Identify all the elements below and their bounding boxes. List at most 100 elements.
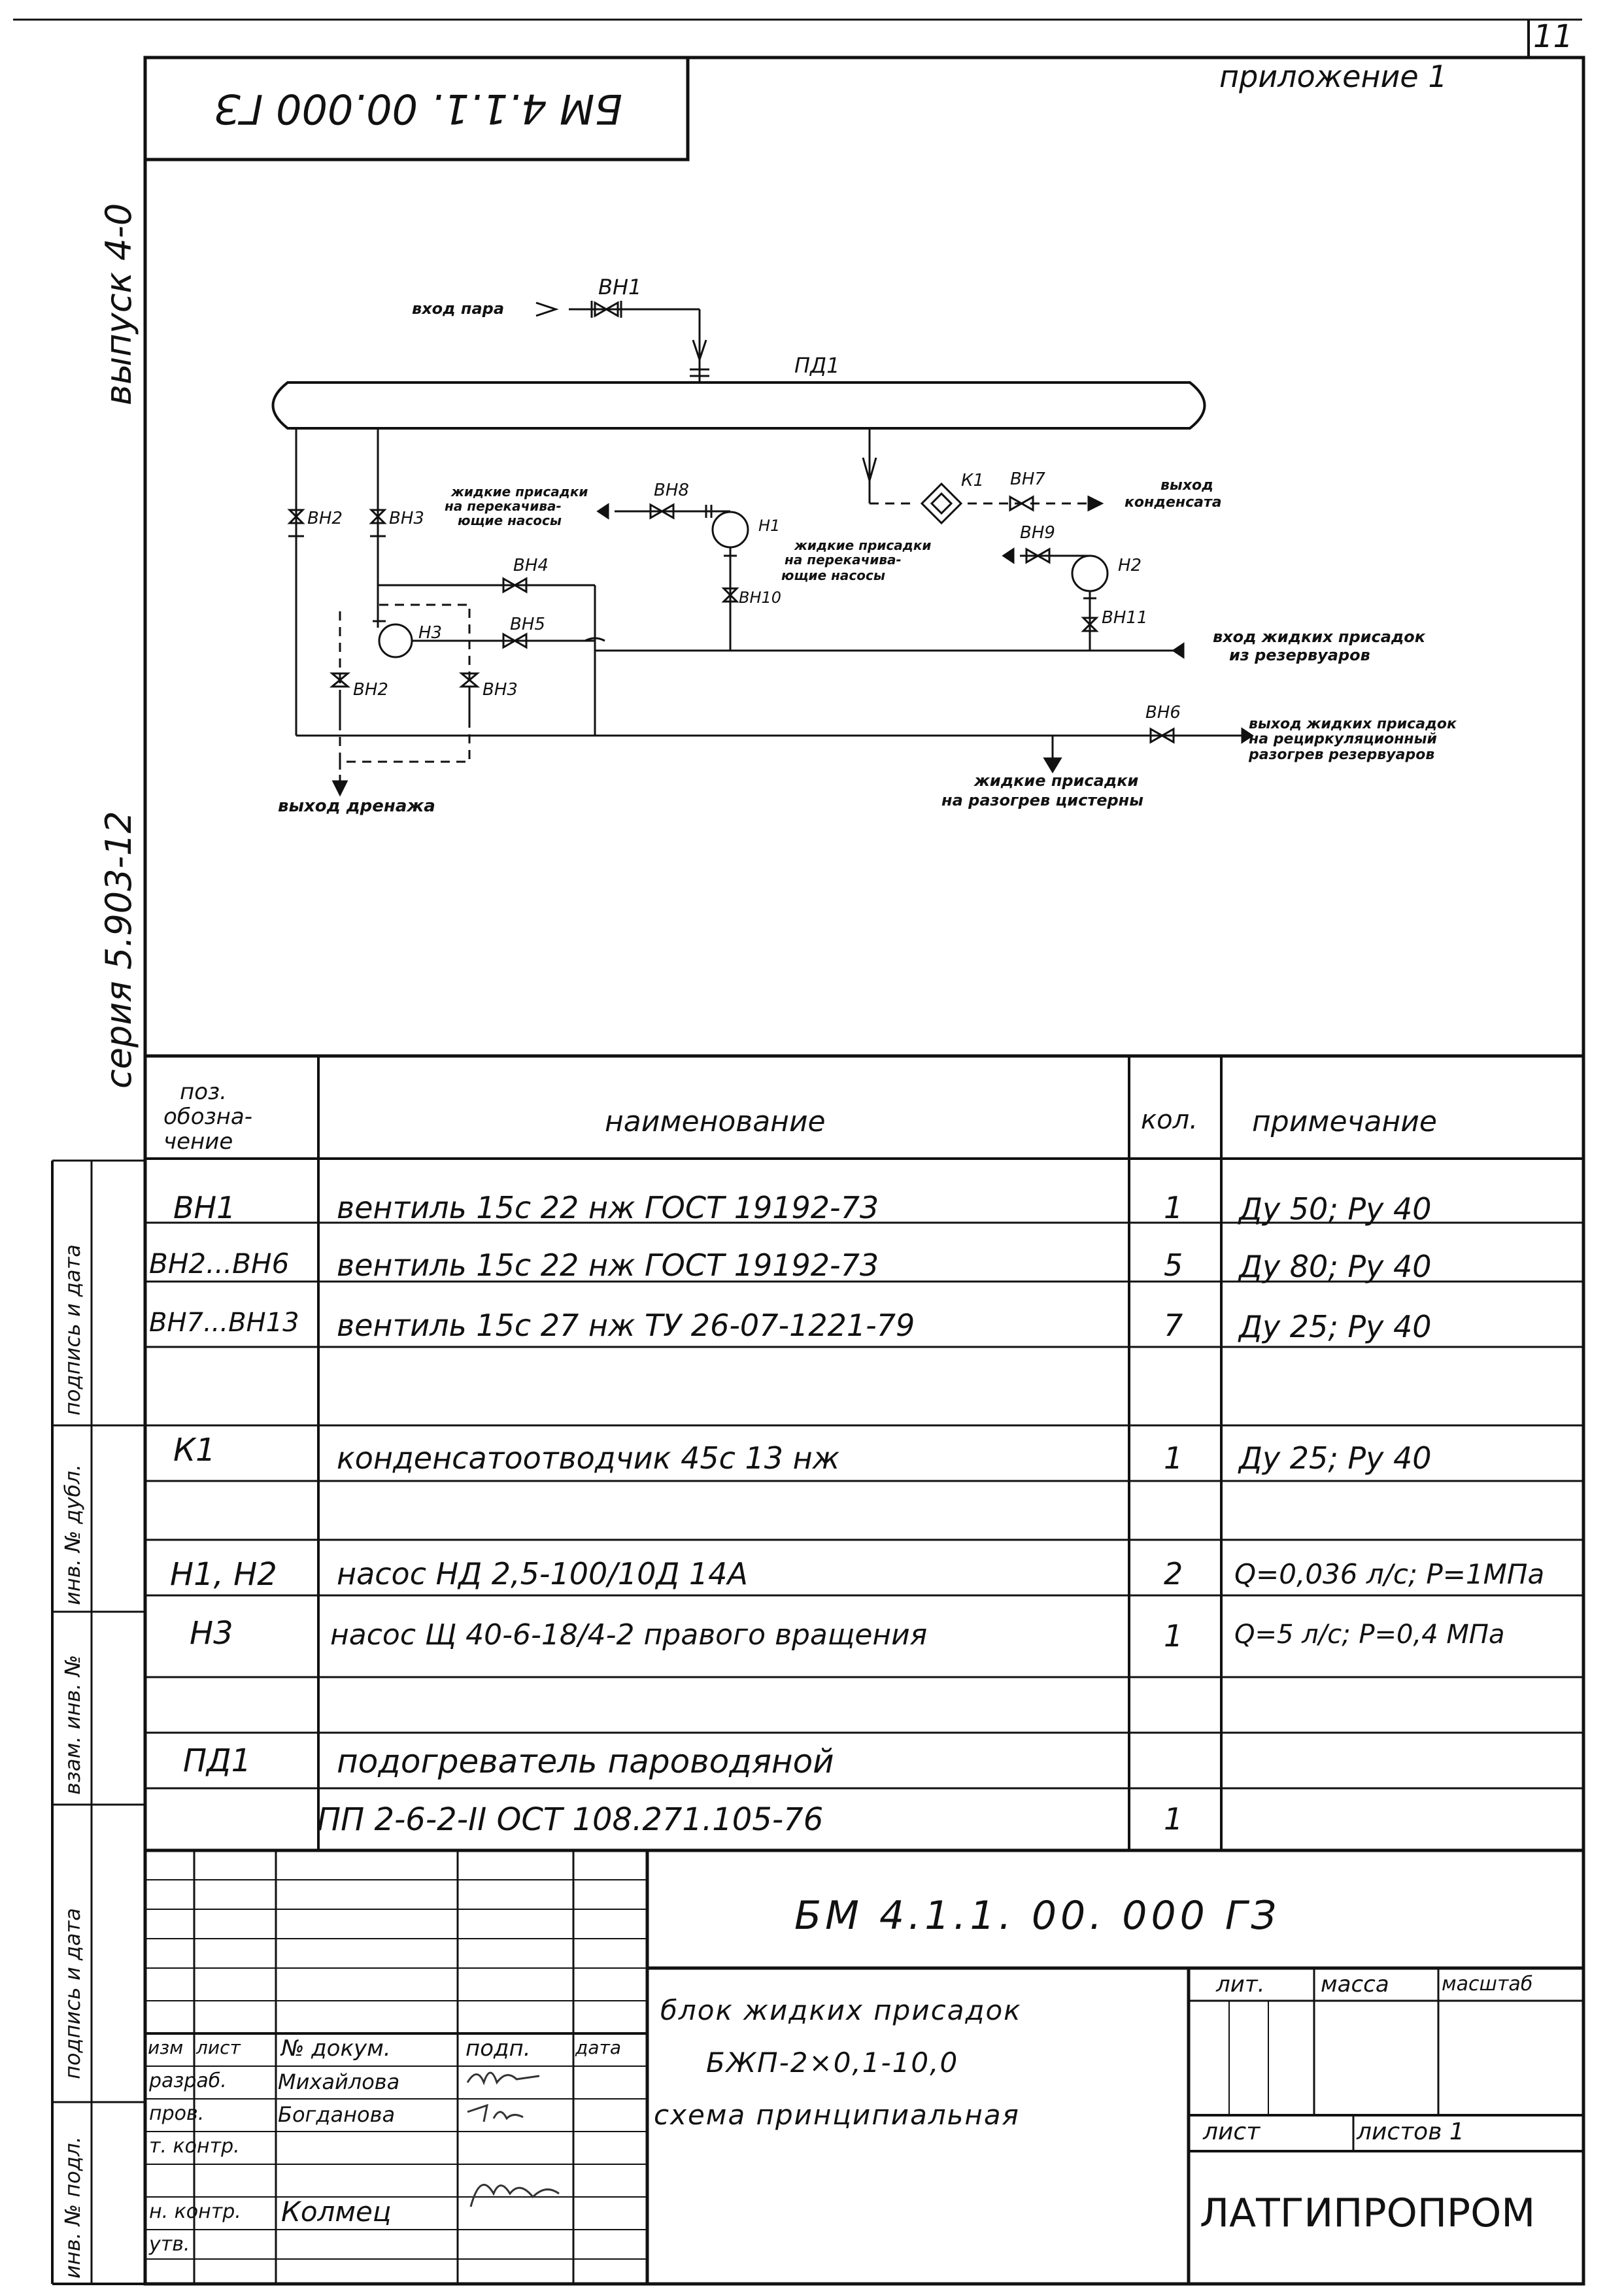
sign-header-izm: изм [148,2037,184,2058]
valve-vn11-icon [1081,617,1099,632]
header-qty: кол. [1141,1105,1198,1135]
label-vn3: ВН3 [389,509,424,528]
label-h3: Н3 [418,623,443,643]
pump-h2-icon [1071,554,1109,592]
row-10-qty: 1 [1164,1801,1183,1837]
strip-inv-orig: инв. № подл. [60,2136,85,2279]
valve-vn3b-icon [458,672,481,688]
row-1-note: Ду 80; Ру 40 [1239,1249,1432,1284]
valve-vn2-icon [287,509,305,524]
label-h2: Н2 [1118,556,1142,575]
label-recirc-2: на рециркуляционный [1249,731,1437,747]
row-1-qty: 5 [1164,1248,1183,1283]
row-6-note: Q=0,036 л/с; Р=1МПа [1234,1558,1545,1590]
label-pumps2-2: на перекачива- [785,552,902,568]
strip-inv-dup: инв. № дубл. [60,1464,85,1605]
role-developed: разраб. [149,2069,227,2092]
page-number: 11 [1533,18,1574,55]
row-10-name: ПП 2-6-2-II ОСТ 108.271.105-76 [317,1801,824,1838]
name-developer: Михайлова [278,2069,400,2094]
label-inlet-2: из резервуаров [1229,646,1370,664]
strip-sign-date-1: подпись и дата [60,1908,85,2079]
valve-vn3-icon [369,509,387,524]
title-line-1: блок жидких присадок [660,1994,1022,2026]
pump-h1-icon [711,511,749,549]
sign-header-sign: подп. [465,2035,531,2062]
row-6-qty: 2 [1164,1556,1183,1591]
header-pos-1: поз. [180,1079,227,1105]
row-0-pos: ВН1 [173,1190,236,1225]
header-note: примечание [1252,1105,1437,1138]
strip-replace-inv: взам. инв. № [60,1654,85,1795]
label-vn10: ВН10 [739,588,782,607]
valve-vn7-icon [1009,495,1034,512]
sheets-label: листов 1 [1357,2118,1464,2145]
label-inlet-1: вход жидких присадок [1213,628,1426,646]
label-steam-in: вход пара [412,299,505,318]
stamp-code-mirrored: БМ 4.1.1. 00.000 ГЗ [214,85,622,133]
row-9-name: подогреватель пароводяной [337,1742,834,1780]
mass-label: масса [1321,1971,1389,1998]
sign-header-list: лист [196,2037,241,2058]
valve-vn9-icon [1025,547,1051,564]
label-recirc-1: выход жидких присадок [1249,716,1457,732]
label-vn9: ВН9 [1020,523,1055,543]
role-norm-control: н. контр. [149,2200,241,2223]
row-7-note: Q=5 л/с; Р=0,4 МПа [1234,1620,1505,1650]
label-pumps1-3: ющие насосы [458,513,562,528]
label-tank-1: жидкие присадки [974,772,1139,790]
strip-sign-date-2: подпись и дата [60,1244,85,1416]
valve-vn10-icon [721,587,739,603]
signatures [466,2071,560,2207]
label-vn2b: ВН2 [353,680,388,700]
valve-vn5-icon [502,632,528,649]
label-recirc-3: разогрев резервуаров [1249,747,1435,763]
valve-vn2b-icon [329,672,351,688]
side-label-issue: выпуск 4-0 [98,203,139,405]
row-7-qty: 1 [1164,1618,1183,1654]
row-7-pos: Н3 [190,1615,233,1652]
role-approved: утв. [149,2233,190,2256]
row-7-name: насос Щ 40-6-18/4-2 правого вращения [330,1618,928,1652]
valve-vn6-icon [1149,727,1175,744]
label-pumps1-2: на перекачива- [445,498,562,514]
label-vn6: ВН6 [1145,703,1181,722]
row-2-note: Ду 25; Ру 40 [1239,1309,1432,1344]
title-line-3: схема принципиальная [654,2099,1020,2131]
label-drain: выход дренажа [278,796,435,816]
role-checked: пров. [149,2102,205,2125]
label-vn3b: ВН3 [482,680,518,700]
scale-label: масштаб [1442,1973,1533,1996]
label-vn7: ВН7 [1010,469,1045,489]
row-2-name: вентиль 15с 27 нж ТУ 26-07-1221-79 [337,1308,915,1343]
label-condensate-2: конденсата [1125,494,1222,511]
row-0-qty: 1 [1164,1190,1183,1225]
row-0-name: вентиль 15с 22 нж ГОСТ 19192-73 [337,1190,879,1225]
row-4-note: Ду 25; Ру 40 [1239,1440,1432,1476]
header-pos-2: обозна- [163,1104,252,1130]
row-4-name: конденсатоотводчик 45с 13 нж [337,1440,840,1476]
name-norm-control: Колмец [281,2196,392,2228]
lit-label: лит. [1216,1971,1265,1998]
pump-h3-icon [378,623,413,658]
label-vn2: ВН2 [307,509,343,528]
label-pd1: ПД1 [794,353,840,378]
label-vn4: ВН4 [513,556,549,575]
title-line-2: БЖП-2×0,1-10,0 [706,2047,959,2079]
valve-vn8-icon [649,503,675,520]
label-condensate-1: выход [1160,477,1213,494]
sign-header-date: дата [575,2037,621,2058]
row-9-pos: ПД1 [183,1742,252,1779]
label-pumps2-3: ющие насосы [781,568,885,583]
valve-vn4-icon [502,577,528,594]
label-k1: К1 [961,471,985,490]
row-2-pos: ВН7...ВН13 [149,1308,299,1338]
label-vn5: ВН5 [510,615,545,634]
header-pos-3: чение [163,1129,233,1155]
row-6-name: насос НД 2,5-100/10Д 14А [337,1556,748,1591]
sign-header-doc: № докум. [281,2035,391,2062]
organization: ЛАТГИПРОПРОМ [1200,2190,1536,2236]
label-vn8: ВН8 [654,481,689,500]
